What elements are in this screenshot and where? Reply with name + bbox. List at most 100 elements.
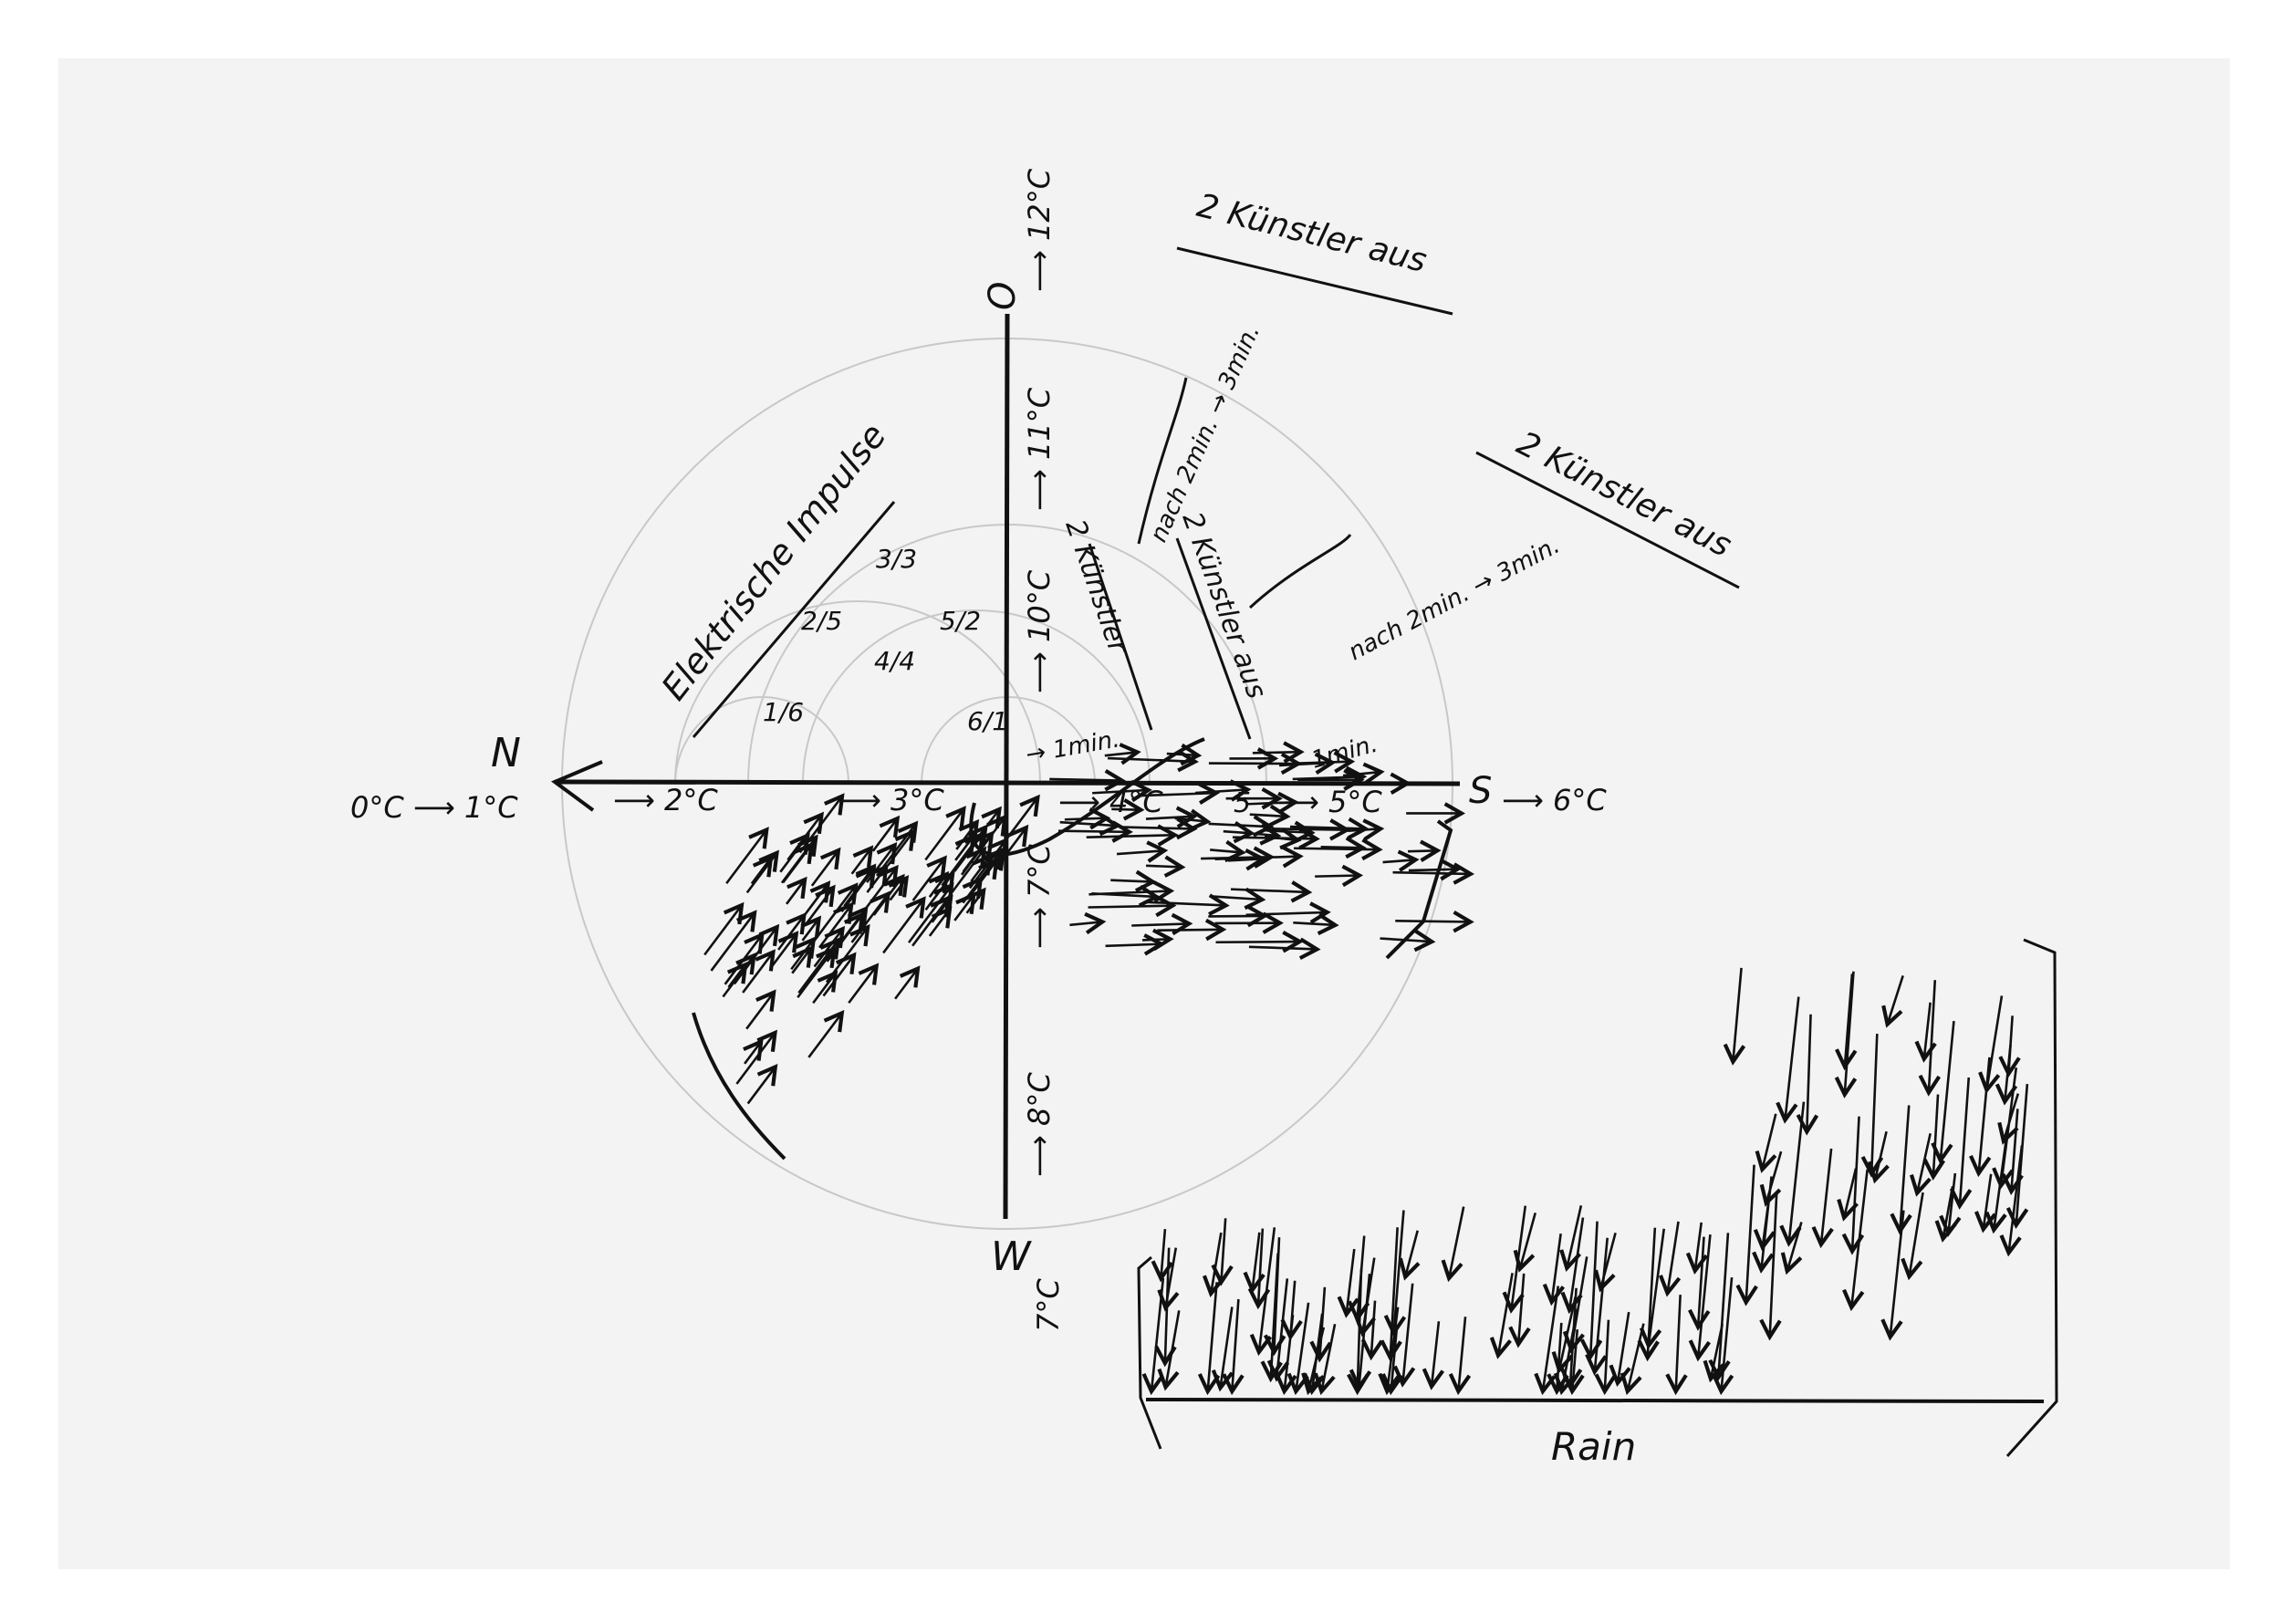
impulse-label: Elektrische Impulse <box>653 416 893 708</box>
rain-arrow <box>1881 974 1904 1028</box>
rain-arrow <box>1841 1116 1865 1255</box>
flow-arrow-left <box>872 873 905 916</box>
flow-arrow-right <box>1407 839 1442 862</box>
label-north: N <box>491 730 521 776</box>
rain-arrow <box>1949 1077 1973 1210</box>
flow-arrow-right <box>1380 929 1436 953</box>
flow-arrow-right <box>1069 911 1107 935</box>
rain-arrow <box>1260 1253 1283 1383</box>
flow-arrow-left <box>911 855 947 901</box>
temp-4: ⟶ 4°C <box>1058 785 1163 819</box>
flow-arrow-right <box>1194 779 1252 802</box>
flow-arrow-left <box>745 989 776 1030</box>
one-min-a-label: → 1min. <box>1024 725 1122 769</box>
flow-arrow-right <box>1208 815 1275 838</box>
rain-arrow <box>1360 1300 1384 1361</box>
rain-arrow <box>1688 1236 1711 1331</box>
vertical-axis <box>1003 313 1010 1220</box>
flow-arrow-left <box>953 891 976 921</box>
artists-top-underline <box>1176 246 1453 316</box>
impulse-underline <box>692 501 896 738</box>
flow-arrow-left <box>790 936 817 971</box>
rain-arrow <box>1560 1217 1585 1315</box>
flow-arrow-right <box>1092 779 1152 803</box>
rain-arrow <box>1508 1273 1531 1348</box>
rain-arrow <box>1860 1033 1884 1178</box>
rain-arrow <box>1313 1323 1337 1396</box>
rain-arrow <box>1266 1278 1290 1382</box>
flow-arrow-left <box>882 896 926 954</box>
rain-arrow <box>1620 1323 1645 1396</box>
rain-arrow <box>1197 1282 1221 1396</box>
rain-label: Rain <box>1551 1424 1636 1469</box>
flow-arrow-right <box>1174 808 1212 831</box>
flow-arrow-right <box>1252 741 1305 764</box>
flow-arrow-right <box>1166 743 1203 766</box>
fan-right-edge <box>1385 819 1453 960</box>
rain-arrow <box>1380 1227 1402 1362</box>
fraction-5-2: 5/2 <box>940 606 981 636</box>
rain-arrow <box>1914 1002 1937 1063</box>
flow-arrow-left <box>807 1010 845 1058</box>
flow-arrow-left <box>907 882 954 943</box>
rain-box-right <box>2005 938 2058 1458</box>
flow-arrow-left <box>894 965 921 1000</box>
mid-arc-left <box>674 600 1041 785</box>
flow-arrow-left <box>743 1038 764 1065</box>
rain-arrow <box>1711 1277 1734 1396</box>
flow-arrow-right <box>1059 813 1121 837</box>
rain-arrow <box>1880 1210 1905 1341</box>
rain-arrow <box>1547 1322 1569 1396</box>
rain-arrow <box>1868 1130 1890 1184</box>
axes <box>550 246 2058 1458</box>
flow-arrow-right <box>1294 838 1383 861</box>
fraction-2-5: 2/5 <box>801 606 842 636</box>
rain-arrow <box>1337 1248 1359 1318</box>
temp-8: ⟶ 8°C <box>1022 1072 1057 1177</box>
flow-arrow-left <box>710 910 757 972</box>
rain-arrow <box>1513 1213 1536 1273</box>
rain-arrow <box>1974 1173 1997 1234</box>
flow-arrow-right <box>1408 858 1462 881</box>
flow-arrow-left <box>724 932 765 985</box>
rain-arrow <box>1211 1218 1234 1286</box>
small-arc-1 <box>674 696 849 785</box>
flow-arrow-left <box>804 880 831 916</box>
flow-arrow-left <box>745 849 779 894</box>
temp-3: ⟶ 3°C <box>839 783 944 817</box>
flow-arrow-right <box>1086 824 1179 847</box>
temp-5-mark: 5 <box>1234 787 1251 819</box>
rain-arrow <box>1151 1229 1174 1283</box>
temp-11: ⟶ 11°C <box>1022 387 1057 511</box>
rain-arrow <box>1723 967 1746 1066</box>
after-b-label: nach 2min. → 3min. <box>1344 532 1564 666</box>
rain-arrow <box>1834 971 1858 1098</box>
flow-arrow-right <box>1111 798 1145 821</box>
rain-arrow <box>1489 1273 1514 1359</box>
rain-arrow <box>1353 1257 1377 1338</box>
flow-arrow-left <box>924 806 966 861</box>
flow-arrow-right <box>1210 839 1246 863</box>
temp-5: ⟶ 5°C <box>1277 785 1382 819</box>
temp-7: ⟶ 7°C <box>1022 844 1057 949</box>
flow-arrow-left <box>800 915 822 942</box>
rain-arrow <box>1275 1315 1297 1396</box>
flow-arrow-left <box>770 931 799 969</box>
artists-right-underline <box>1475 451 1740 589</box>
flow-arrow-right <box>1342 762 1385 785</box>
rain-arrow <box>1502 1205 1527 1314</box>
label-bottom: W <box>991 1234 1032 1280</box>
temp-7-bottom: 7°C <box>1031 1278 1066 1332</box>
temp-6: ⟶ 6°C <box>1502 783 1607 817</box>
rain-arrow <box>1776 996 1800 1124</box>
flow-arrow-right <box>1214 845 1304 869</box>
rain-arrow <box>1249 1227 1276 1357</box>
flow-arrow-left <box>780 834 818 884</box>
rain-arrow <box>1995 1045 2018 1106</box>
flow-arrow-right <box>1348 818 1385 841</box>
rain-arrow <box>1918 980 1942 1097</box>
flow-arrow-left <box>850 845 874 875</box>
flow-arrow-right <box>1392 862 1475 885</box>
rain-arrow <box>1422 1321 1445 1390</box>
arrow-strokes <box>703 741 2029 1396</box>
